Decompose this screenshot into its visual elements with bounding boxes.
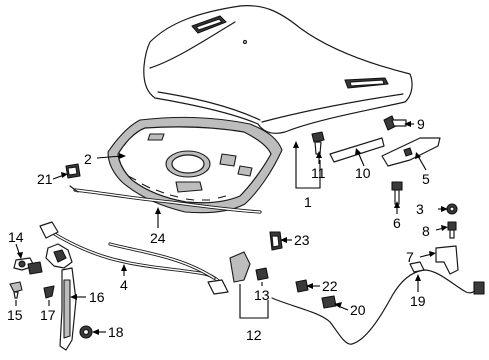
callout-23: 23	[294, 232, 310, 248]
callout-20: 20	[350, 302, 366, 318]
fasteners	[65, 115, 459, 339]
callout-2: 2	[84, 151, 92, 167]
callout-labels: 1 2 3 4 5 6 7 8 9 10 11 12 13 14 15 16 1…	[7, 116, 430, 343]
hood-hinge	[9, 243, 77, 351]
leader-lines	[15, 121, 448, 335]
callout-22: 22	[322, 278, 338, 294]
callout-3: 3	[416, 201, 424, 217]
release-cable	[271, 261, 485, 345]
callout-13: 13	[254, 287, 270, 303]
hood-panel	[143, 5, 413, 134]
callout-7: 7	[406, 249, 414, 265]
callout-10: 10	[355, 165, 371, 181]
callout-17: 17	[40, 307, 56, 323]
callout-18: 18	[108, 324, 124, 340]
callout-9: 9	[417, 116, 425, 132]
callout-19: 19	[410, 293, 426, 309]
callout-16: 16	[89, 289, 105, 305]
callout-1: 1	[304, 194, 312, 210]
callout-24: 24	[150, 230, 166, 246]
hood-insulator	[107, 116, 283, 214]
callout-15: 15	[7, 307, 23, 323]
callout-14: 14	[8, 229, 24, 245]
front-seal	[69, 185, 262, 214]
callout-5: 5	[422, 171, 430, 187]
callout-12: 12	[246, 327, 262, 343]
hood-prop-rod	[39, 221, 229, 295]
callout-8: 8	[422, 223, 430, 239]
callout-4: 4	[120, 277, 128, 293]
callout-21: 21	[37, 171, 53, 187]
callout-6: 6	[393, 215, 401, 231]
callout-11: 11	[311, 165, 326, 181]
